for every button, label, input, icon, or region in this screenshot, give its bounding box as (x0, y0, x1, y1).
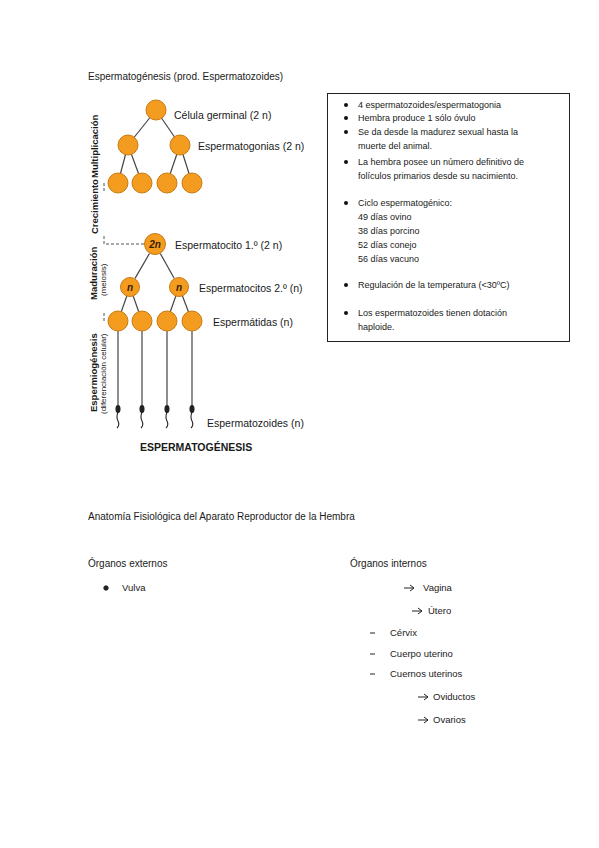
info-text: Hembra produce 1 sólo óvulo (358, 111, 526, 125)
phase-note: (diferenciación celular) (99, 334, 109, 414)
ploidy-label: n (169, 277, 189, 297)
ploidy-label: 2n (144, 233, 166, 255)
ploidy-label: n (120, 277, 140, 297)
organ-item: Cuernos uterinos (390, 668, 462, 679)
circle-shape (121, 278, 140, 297)
tree-lines (118, 110, 192, 405)
bullet-dot (344, 116, 348, 120)
organ-item: Cuerpo uterino (390, 648, 453, 659)
info-text: 52 días conejo (358, 238, 526, 252)
info-text: Ciclo espermatogénico: (358, 196, 526, 210)
phase-label: Multiplicación (89, 115, 100, 178)
stage-brackets (104, 183, 144, 322)
organ-item: Vagina (423, 582, 452, 593)
bullet-dot (344, 130, 348, 134)
cell-circle: n (120, 277, 140, 297)
circle-shape (145, 234, 166, 255)
cell-circles (108, 100, 202, 331)
organ-item: Oviductos (433, 691, 475, 702)
cell-circle: 2n (144, 233, 166, 255)
stage-label: Espermatozoides (n) (207, 417, 304, 430)
bullet-dot (344, 160, 348, 164)
info-text: La hembra posee un número definitivo de … (358, 155, 526, 183)
stage-label: Espermatocitos 2.º (n) (199, 282, 303, 295)
organ-item: Útero (428, 605, 451, 616)
info-text: Regulación de la temperatura (<30ºC) (358, 278, 526, 292)
phase-label: Crecimiento (89, 179, 100, 234)
info-text: Los espermatozoides tienen dotación hapl… (358, 306, 526, 334)
phase-label: Espermiogénesis (88, 333, 99, 412)
column-heading: Órganos internos (350, 558, 427, 570)
figure-caption: ESPERMATOGÉNESIS (140, 441, 252, 454)
sperm-symbols (116, 406, 194, 429)
info-text: Se da desde la madurez sexual hasta la m… (358, 125, 526, 153)
cell-circle: n (169, 277, 189, 297)
organ-item: Vulva (122, 582, 145, 593)
page-heading: Espermatogénesis (prod. Espermatozoides) (88, 71, 283, 83)
list-markers (104, 585, 428, 723)
bullet-dot (344, 201, 348, 205)
info-text: 4 espermatozoides/espermatogonia (358, 98, 526, 112)
info-text: 38 días porcino (358, 224, 526, 238)
info-text: 56 días vacuno (358, 252, 526, 266)
info-text: 49 días ovino (358, 210, 526, 224)
bullet-dot (344, 283, 348, 287)
bullet-dot (344, 311, 348, 315)
stage-label: Célula germinal (2 n) (174, 109, 271, 122)
section-heading: Anatomía Fisiológica del Aparato Reprodu… (88, 511, 355, 523)
tree-connector (160, 254, 174, 279)
tree-connector (135, 254, 149, 279)
organ-item: Ovarios (433, 714, 466, 725)
bullet-dot (344, 103, 348, 107)
circle-shape (170, 278, 189, 297)
stage-label: Espermátidas (n) (213, 316, 293, 329)
organ-item: Cérvix (390, 627, 417, 638)
info-box: 4 espermatozoides/espermatogoniaHembra p… (327, 93, 570, 342)
phase-label: Maduración (88, 247, 99, 300)
column-heading: Órganos externos (88, 558, 168, 570)
phase-note: (meiosis) (99, 264, 109, 296)
stage-label: Espermatogonias (2 n) (198, 140, 304, 153)
stage-label: Espermatocito 1.º (2 n) (175, 239, 282, 252)
